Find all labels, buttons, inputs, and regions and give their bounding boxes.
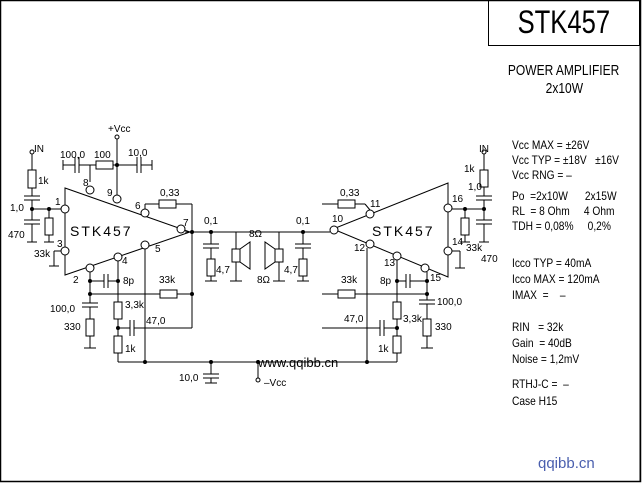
label-r-33k-in-l: 33k <box>34 249 51 260</box>
spec-rin: RIN = 32k <box>512 320 564 334</box>
label-r-330-l: 330 <box>64 322 81 333</box>
title-box: STK457 <box>488 0 640 46</box>
right-labels: 0,33 0,1 4,7 8Ω IN 1k 1,0 33k 470 8p 33k… <box>257 144 498 355</box>
label-r-0-33-l: 0,33 <box>160 188 180 199</box>
pin-14: 14 <box>452 237 464 248</box>
label-c-8p-r: 8p <box>380 276 392 287</box>
spec-icco-typ: Icco TYP = 40mA <box>512 256 592 270</box>
spec-gain: Gain = 40dB <box>512 336 572 350</box>
label-c-470-l: 470 <box>8 230 25 241</box>
pin-9: 9 <box>107 188 113 199</box>
subtitle-text: POWER AMPLIFIER <box>508 62 620 79</box>
label-r-1k-r: 1k <box>378 344 390 355</box>
label-c-100-0-l: 100,0 <box>50 304 75 315</box>
label-r-3-3k-l: 3,3k <box>125 300 145 311</box>
label-c-10-0-bot: 10,0 <box>179 373 199 384</box>
watermark-inline: www.qqibb.cn <box>257 355 338 370</box>
chip-label-left: STK457 <box>70 223 133 239</box>
pin-5: 5 <box>155 244 161 255</box>
label-c-0-1-l: 0,1 <box>204 216 218 227</box>
spec-tdh: TDH = 0,08% 0,2% <box>512 219 611 233</box>
spec-imax: IMAX = – <box>512 288 566 302</box>
chip-triangle-right <box>331 182 449 278</box>
pin-2: 2 <box>73 275 79 286</box>
spec-vcc-rng: Vcc RNG = – <box>512 168 572 182</box>
subtitle: POWER AMPLIFIER <box>488 62 640 79</box>
label-c-1-0-r: 1,0 <box>468 182 482 193</box>
pin-7: 7 <box>183 218 189 229</box>
label-r-33k-fb-r: 33k <box>341 275 358 286</box>
spec-noise: Noise = 1,2mV <box>512 352 580 366</box>
pin-1: 1 <box>55 197 61 208</box>
label-r-33k-fb-l: 33k <box>159 275 176 286</box>
label-c-47-0-r: 47,0 <box>344 314 364 325</box>
label-c-0-1-r: 0,1 <box>296 216 310 227</box>
chip-triangle-left <box>64 187 192 276</box>
label-c-8p-l: 8p <box>123 276 135 287</box>
spec-case: Case H15 <box>512 394 558 408</box>
label-in-right: IN <box>479 144 489 155</box>
spec-po: Po =2x10W 2x15W <box>512 189 617 203</box>
label-r-100: 100 <box>94 150 111 161</box>
pin-6: 6 <box>135 201 141 212</box>
label-c-1-0-l: 1,0 <box>10 203 24 214</box>
left-labels: IN 1k 1,0 470 33k 100,0 100 10,0 +Vcc 0,… <box>8 124 286 389</box>
pin-12: 12 <box>354 243 366 254</box>
label-r-4-7-r: 4,7 <box>284 265 298 276</box>
spec-vcc-max: Vcc MAX = ±26V <box>512 138 590 152</box>
label-c-470-r: 470 <box>481 254 498 265</box>
subtitle-power-text: 2x10W <box>545 80 583 97</box>
supply-rail <box>145 360 368 384</box>
pin-8: 8 <box>83 178 89 189</box>
label-in-left: IN <box>34 144 44 155</box>
label-r-1k-in-r: 1k <box>464 164 476 175</box>
label-r-1k-l: 1k <box>125 344 137 355</box>
label-r-330-r: 330 <box>435 322 452 333</box>
pin-10: 10 <box>332 214 344 225</box>
pin-11: 11 <box>370 199 381 210</box>
left-channel <box>24 134 300 364</box>
label-vcc-pos: +Vcc <box>108 124 131 135</box>
subtitle-power: 2x10W <box>488 80 640 97</box>
label-c-10-0-top: 10,0 <box>128 148 148 159</box>
spec-vcc-typ: Vcc TYP = ±18V ±16V <box>512 153 619 167</box>
watermark-corner: qqibb.cn <box>538 455 595 472</box>
label-c-100-0-r: 100,0 <box>437 297 462 308</box>
pin-16: 16 <box>452 194 464 205</box>
label-r-1k-in-l: 1k <box>38 176 50 187</box>
label-spk-r: 8Ω <box>257 275 271 286</box>
label-spk-l: 8Ω <box>249 229 263 240</box>
pin-15: 15 <box>430 273 442 284</box>
label-c-100-0: 100,0 <box>60 150 85 161</box>
label-vcc-neg: –Vcc <box>264 378 286 389</box>
spec-rthj: RTHJ-C = – <box>512 377 569 391</box>
chip-title: STK457 <box>517 4 611 40</box>
label-r-4-7-l: 4,7 <box>216 265 230 276</box>
label-c-47-0-l: 47,0 <box>146 316 166 327</box>
chip-label-right: STK457 <box>372 223 435 239</box>
label-r-3-3k-r: 3,3k <box>403 314 423 325</box>
pin-3: 3 <box>57 239 63 250</box>
right-channel <box>264 149 492 364</box>
spec-icco-max: Icco MAX = 120mA <box>512 272 600 286</box>
pin-4: 4 <box>122 256 128 267</box>
spec-rl: RL = 8 Ohm 4 Ohm <box>512 204 615 218</box>
label-r-33k-in-r: 33k <box>466 243 483 254</box>
label-r-0-33-r: 0,33 <box>340 188 360 199</box>
pin-13: 13 <box>384 258 396 269</box>
